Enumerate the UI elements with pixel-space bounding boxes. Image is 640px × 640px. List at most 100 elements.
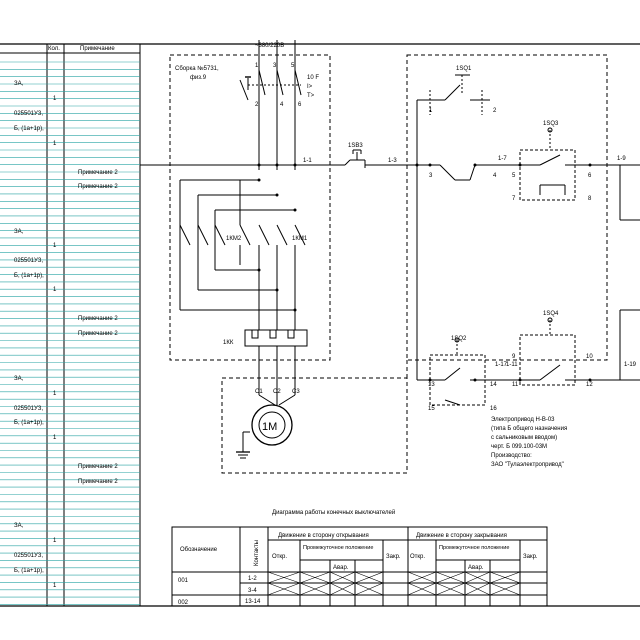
row-designation: 002 (178, 600, 189, 606)
contact-num: 8 (588, 196, 592, 202)
diagram-cross (354, 582, 384, 596)
junction-dot (415, 163, 419, 167)
table-note: Примечание 2 (78, 331, 118, 337)
control-section (406, 54, 640, 406)
fuse-sub2: T> (307, 93, 315, 99)
diagram-cross (407, 571, 437, 584)
button-label: 1SB3 (348, 143, 363, 149)
junction-dot (275, 163, 279, 167)
table-cell: 025501УЗ, (14, 258, 43, 264)
contact-num: 7 (512, 196, 516, 202)
diagram-cross (464, 571, 491, 584)
diagram-cross (489, 582, 521, 596)
col-header-note: Примечание (80, 46, 115, 52)
switch-label: 1SQ3 (543, 121, 559, 127)
col-otkr: Откр. (410, 554, 425, 560)
junction-dot (473, 163, 477, 167)
terminal-label: 4 (280, 102, 284, 108)
contactor-a-label: 1КМ2 (226, 236, 242, 242)
table-cell: ЗА, (14, 81, 24, 87)
junction-dot (588, 378, 592, 382)
table-cell: 025501УЗ, (14, 553, 43, 559)
table-cell: ЗА, (14, 376, 24, 382)
drive-note-line: Производство: (491, 453, 532, 459)
wire-label: 1-3 (388, 158, 397, 164)
contact-num: 16 (490, 406, 497, 412)
table-cell: ЗА, (14, 523, 24, 529)
terminal-label: 6 (298, 102, 302, 108)
table-cell: 1 (53, 287, 57, 293)
contact-num: 2 (493, 108, 497, 114)
table-cell: ЗА, (14, 229, 24, 235)
diagram-cross (435, 582, 466, 596)
contact-num: 4 (493, 173, 497, 179)
wire-label: 1-19 (624, 362, 637, 368)
table-note: Примечание 2 (78, 464, 118, 470)
drive-note-line: (типа Б общего назначения (491, 426, 567, 432)
diagram-cross (407, 582, 437, 596)
contact-num: 15 (428, 406, 435, 412)
fuse-sub1: I> (307, 84, 313, 90)
row-designation: 001 (178, 578, 189, 584)
junction-dot (275, 193, 279, 197)
junction-dot (518, 378, 522, 382)
table-rows (0, 61, 140, 605)
contact-num: 6 (588, 173, 592, 179)
junction-dot (518, 163, 522, 167)
terminal-label: 3 (273, 63, 277, 69)
wire-label: 1-7 (498, 156, 507, 162)
panel-label: физ.9 (190, 75, 207, 81)
contact-num: 1 (429, 108, 433, 114)
junction-dots (257, 163, 592, 382)
table-cell: 1 (53, 435, 57, 441)
contact-num: 9 (512, 354, 516, 360)
phase-label: С3 (292, 389, 300, 395)
col-zakr: Закр. (523, 554, 538, 560)
diagram-cross (354, 571, 384, 584)
col-zakr: Закр. (386, 554, 401, 560)
col-designation: Обозначение (180, 547, 218, 553)
wire-label: 1-1 (303, 158, 312, 164)
contact-num: 11 (512, 382, 519, 388)
drive-note-line: черт. Б 099.100-03М (491, 444, 547, 450)
col-avar: Авар. (468, 565, 484, 571)
table-note: Примечание 2 (78, 170, 118, 176)
wire-label: 1-9 (617, 156, 626, 162)
drive-note-line: Электропривод Н-В-03 (491, 417, 555, 423)
table-cell: 1 (53, 141, 57, 147)
diagram-title: Диаграмма работы конечных выключателей (272, 509, 395, 516)
table-cell: 1 (53, 243, 57, 249)
col-contacts: Контакты (254, 540, 260, 566)
table-cell: Б, (1а+1р), (14, 273, 44, 279)
junction-dot (473, 378, 477, 382)
terminal-label: 5 (291, 63, 295, 69)
diagram-cross (489, 571, 521, 584)
junction-dot (275, 288, 279, 292)
junction-dot (257, 178, 261, 182)
diagram-cross (267, 582, 301, 596)
wire-label: 1-17 (495, 362, 508, 368)
contact-num: 13 (428, 382, 435, 388)
group-open: Движение в сторону открывания (278, 533, 369, 539)
diagram-cross (267, 571, 301, 584)
contact-num: 14 (490, 382, 497, 388)
assembly-label: Сборка №5731, (175, 65, 219, 72)
row-contacts: 13-14 (245, 599, 261, 605)
table-cell: 1 (53, 583, 57, 589)
fuse-label: 10 F (307, 75, 319, 81)
switch-label: 1SQ2 (451, 336, 467, 342)
phase-label: С1 (255, 389, 263, 395)
junction-dot (293, 163, 297, 167)
contact-num: 3 (429, 173, 433, 179)
table-cell: 1 (53, 538, 57, 544)
diagram-marks (267, 571, 521, 596)
col-header-qty: Кол. (48, 46, 60, 52)
table-cell: 1 (53, 391, 57, 397)
junction-dot (293, 208, 297, 212)
supply-label: ~380/220В (255, 43, 284, 49)
diagram-cross (299, 571, 331, 584)
diagram-cross (464, 582, 491, 596)
col-otkr: Откр. (272, 554, 287, 560)
col-intermediate: Промежуточное положение (303, 545, 373, 551)
table-cell: 1 (53, 96, 57, 102)
